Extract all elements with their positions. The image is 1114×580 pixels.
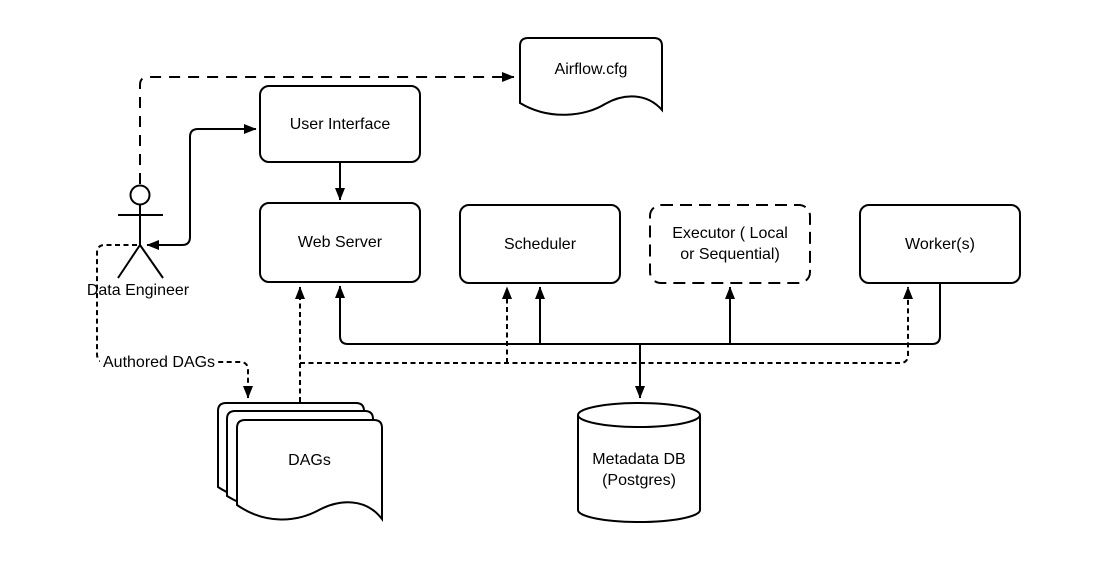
node-label-airflow-cfg: Airflow.cfg — [554, 60, 628, 78]
executor-label-line2: or Sequential) — [680, 246, 780, 263]
user-interface-box — [259, 85, 421, 163]
node-label-executor: Executor ( Local or Sequential) — [650, 205, 810, 283]
node-label-dags: DAGs — [288, 451, 331, 469]
edge-data-engineer-dags — [96, 244, 253, 399]
scheduler-box — [459, 204, 621, 284]
node-label-user-interface: User Interface — [289, 115, 391, 133]
executor-label-line1: Executor ( Local — [672, 225, 788, 242]
executor-box — [649, 204, 811, 284]
database-cylinder-icon — [577, 402, 701, 523]
metadata-db-label-line1: Metadata DB — [592, 451, 686, 468]
edge-bus-web-server — [335, 284, 941, 345]
edge-data-engineer-user-interface — [146, 124, 257, 250]
node-label-scheduler: Scheduler — [503, 235, 577, 253]
actor-icon — [117, 184, 164, 279]
node-label-metadata-db: Metadata DB (Postgres) — [578, 427, 700, 513]
workers-box — [859, 204, 1021, 284]
edge-dags-workers — [300, 286, 913, 364]
edge-label-authored-dags: Authored DAGs — [100, 353, 219, 371]
node-label-web-server: Web Server — [297, 234, 383, 251]
node-label-data-engineer: Data Engineer — [86, 281, 190, 299]
node-label-workers: Worker(s) — [905, 235, 975, 253]
web-server-box — [259, 202, 421, 283]
document-icon-airflow-cfg — [519, 37, 663, 116]
metadata-db-label-line2: (Postgres) — [602, 472, 676, 489]
dags-stack-icon — [217, 402, 383, 522]
edge-data-engineer-airflow-cfg — [139, 72, 515, 184]
